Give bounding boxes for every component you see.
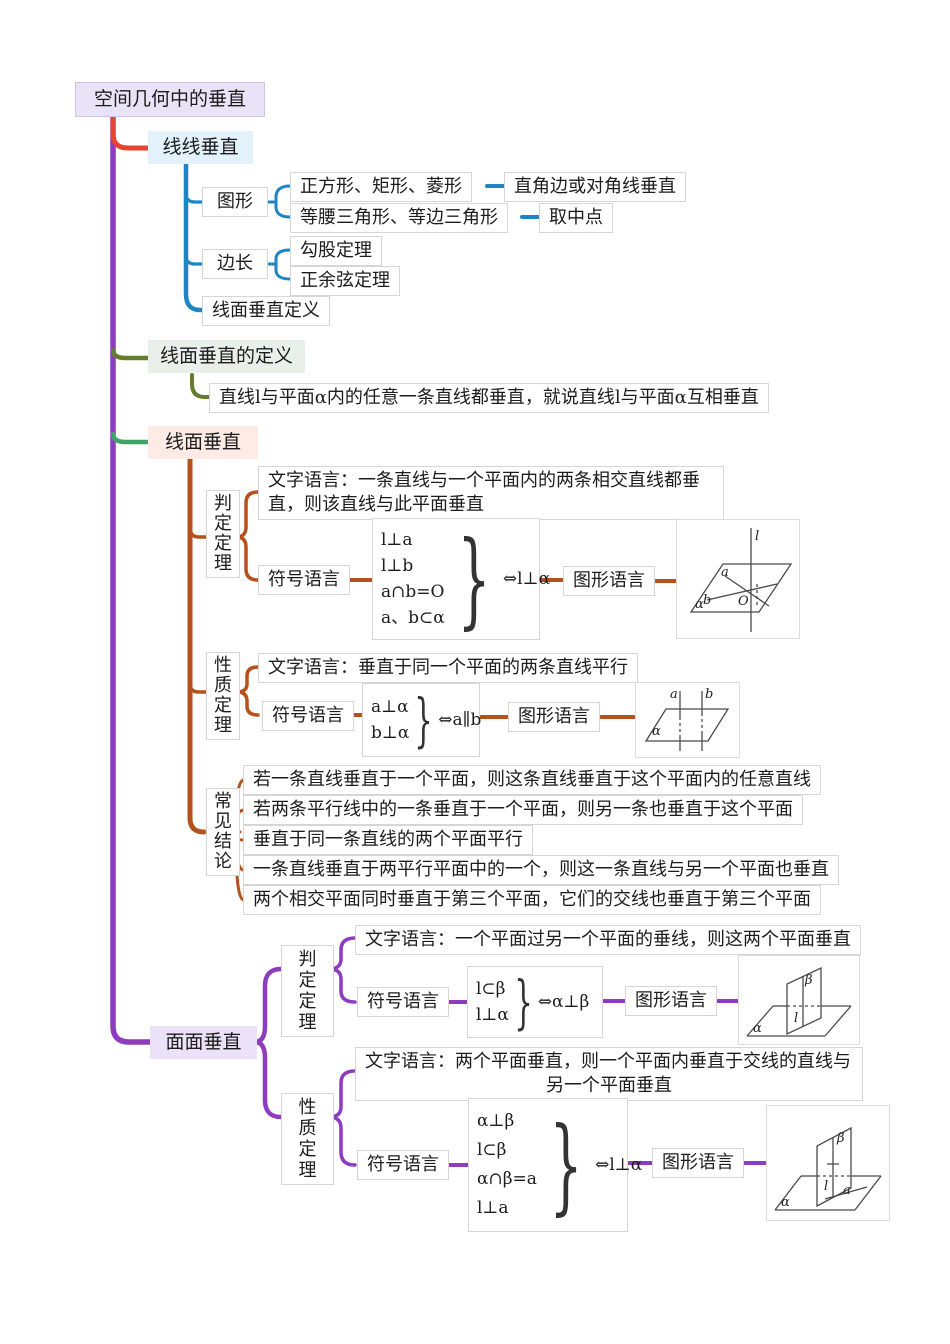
node-mm-panding-tuxing[interactable]: 图形语言 (625, 986, 717, 1016)
node-mm-xingzhi-tuxing[interactable]: 图形语言 (652, 1148, 744, 1178)
fig-label-b: b (703, 593, 711, 608)
fig-label-alpha: α (753, 1021, 762, 1036)
node-zhengyuxian-dingli[interactable]: 正余弦定理 (290, 266, 400, 296)
figure-line-plane-panding: l a b O α (676, 519, 800, 639)
node-xianmian-def-content[interactable]: 直线l与平面α内的任意一条直线都垂直，就说直线l与平面α互相垂直 (209, 383, 769, 413)
node-changjian-jielun[interactable]: 常见结论 (206, 788, 240, 876)
node-bianchang[interactable]: 边长 (202, 249, 268, 279)
wenzi-line2: 另一个平面垂直 (546, 1075, 672, 1096)
node-shape-row1-result[interactable]: 直角边或对角线垂直 (504, 172, 686, 202)
node-xianmian-chuizhi-dingyi[interactable]: 线面垂直定义 (202, 296, 330, 326)
fig-label-a: a (721, 565, 729, 580)
node-shape-row2-result[interactable]: 取中点 (539, 203, 613, 233)
fig-label-l: l (824, 1179, 828, 1194)
node-xianmian-chuizhi[interactable]: 线面垂直 (148, 426, 258, 459)
node-jielun-row[interactable]: 两个相交平面同时垂直于第三个平面，它们的交线也垂直于第三个平面 (243, 885, 821, 915)
node-jielun-row[interactable]: 若两条平行线中的一条垂直于一个平面，则另一条也垂直于这个平面 (243, 795, 803, 825)
node-mm-xingzhi-formula[interactable]: α⊥β l⊂β α∩β=a l⊥a } ⇔l⊥α (468, 1098, 642, 1232)
node-jielun-row[interactable]: 垂直于同一条直线的两个平面平行 (243, 825, 533, 855)
formula-result: ⇔a∥b (438, 710, 482, 730)
node-xianxian-chuizhi[interactable]: 线线垂直 (148, 131, 253, 164)
node-shape-row1[interactable]: 正方形、矩形、菱形 (290, 172, 472, 202)
node-xingzhi-formula[interactable]: a⊥α b⊥α } ⇔a∥b (362, 683, 482, 757)
node-mm-xingzhi-dingli[interactable]: 性质定理 (281, 1093, 334, 1185)
node-xingzhi-tuxing[interactable]: 图形语言 (508, 702, 600, 732)
brace-glyph: } (457, 518, 491, 640)
node-panding-fuhao[interactable]: 符号语言 (258, 565, 350, 595)
node-mianmian-chuizhi[interactable]: 面面垂直 (150, 1026, 257, 1059)
node-xingzhi-wenzi[interactable]: 文字语言：垂直于同一个平面的两条直线平行 (258, 653, 638, 683)
node-panding-dingli[interactable]: 判定定理 (206, 490, 240, 578)
node-mm-xingzhi-fuhao[interactable]: 符号语言 (357, 1150, 449, 1180)
node-mm-panding-fuhao[interactable]: 符号语言 (357, 987, 449, 1017)
node-shape-row2[interactable]: 等腰三角形、等边三角形 (290, 203, 508, 233)
fig-label-l: l (794, 1011, 798, 1026)
root-node[interactable]: 空间几何中的垂直 (75, 82, 265, 117)
formula-result: ⇔l⊥α (502, 569, 551, 589)
node-jielun-row[interactable]: 一条直线垂直于两平行平面中的一个，则这一条直线与另一个平面也垂直 (243, 855, 839, 885)
fig-label-a: a (843, 1183, 851, 1198)
fig-label-alpha: α (652, 724, 661, 739)
node-mm-panding-dingli[interactable]: 判定定理 (281, 945, 334, 1037)
node-panding-tuxing[interactable]: 图形语言 (563, 566, 655, 596)
brace-glyph: } (549, 1104, 583, 1226)
wenzi-line1: 文字语言：两个平面垂直，则一个平面内垂直于交线的直线与 (365, 1051, 851, 1072)
formula-lines: l⊥a l⊥b a∩b=O a、b⊂α (381, 530, 445, 628)
node-mm-xingzhi-wenzi[interactable]: 文字语言：两个平面垂直，则一个平面内垂直于交线的直线与 另一个平面垂直 (355, 1047, 863, 1101)
formula-lines: l⊂β l⊥α (476, 979, 509, 1025)
fig-label-a: a (670, 687, 678, 702)
node-mm-panding-wenzi[interactable]: 文字语言：一个平面过另一个平面的垂线，则这两个平面垂直 (355, 925, 861, 955)
fig-label-alpha: α (695, 597, 704, 612)
formula-lines: α⊥β l⊂β α∩β=a l⊥a (477, 1111, 537, 1218)
node-xianmian-def[interactable]: 线面垂直的定义 (148, 340, 306, 373)
fig-label-beta: β (836, 1131, 845, 1146)
figure-line-plane-xingzhi: a b α (635, 682, 740, 758)
fig-label-b: b (705, 687, 713, 702)
node-xingzhi-fuhao[interactable]: 符号语言 (262, 701, 354, 731)
node-panding-formula[interactable]: l⊥a l⊥b a∩b=O a、b⊂α } ⇔l⊥α (372, 518, 550, 640)
node-jielun-row[interactable]: 若一条直线垂直于一个平面，则这条直线垂直于这个平面内的任意直线 (243, 765, 821, 795)
fig-label-beta: β (804, 973, 813, 988)
node-tuxing[interactable]: 图形 (202, 187, 268, 217)
node-panding-wenzi[interactable]: 文字语言：一条直线与一个平面内的两条相交直线都垂直，则该直线与此平面垂直 (258, 466, 724, 520)
figure-plane-plane-xingzhi: β l a α (766, 1105, 890, 1221)
brace-glyph: } (514, 968, 533, 1036)
formula-result: ⇔l⊥α (595, 1155, 643, 1175)
node-mm-panding-formula[interactable]: l⊂β l⊥α } ⇔α⊥β (467, 966, 603, 1038)
formula-lines: a⊥α b⊥α (371, 697, 410, 743)
fig-label-O: O (738, 594, 749, 609)
node-xingzhi-dingli[interactable]: 性质定理 (206, 652, 240, 740)
formula-result: ⇔α⊥β (537, 992, 590, 1012)
fig-label-l: l (755, 529, 759, 544)
figure-plane-plane-panding: β l α (738, 955, 860, 1045)
brace-glyph: } (414, 686, 434, 754)
node-gougu-dingli[interactable]: 勾股定理 (290, 236, 382, 266)
fig-label-alpha: α (781, 1195, 790, 1210)
